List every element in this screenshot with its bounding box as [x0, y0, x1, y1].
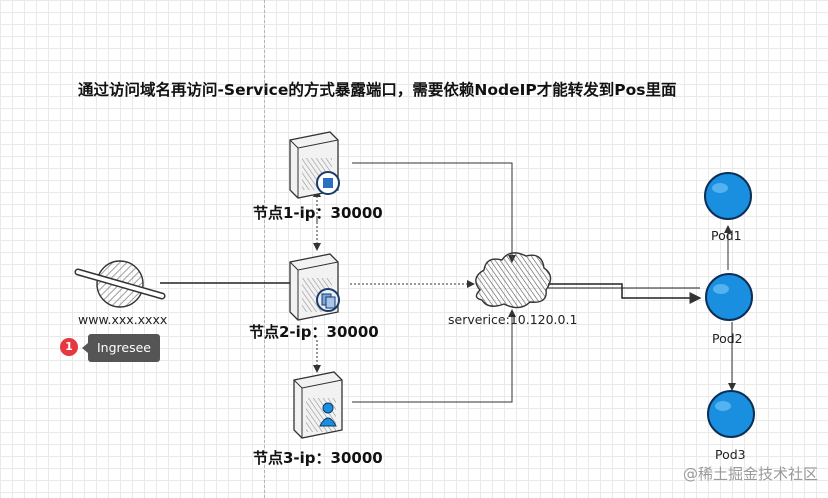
server-icon-node1 — [289, 131, 340, 199]
domain-label: www.xxx.xxxx — [78, 312, 168, 327]
server-icon-node3 — [293, 371, 343, 439]
pod1-circle[interactable] — [704, 172, 752, 220]
edge-node3-service — [352, 309, 516, 403]
watermark-text: @稀土掘金技术社区 — [682, 465, 818, 483]
pod1-label: Pod1 — [711, 228, 742, 243]
edge-service-pod2 — [548, 283, 702, 304]
edge-node1-service — [352, 162, 516, 263]
cloud-icon — [475, 252, 552, 309]
service-label: serverice:10.120.0.1 — [448, 312, 578, 327]
pod3-circle[interactable] — [707, 390, 755, 438]
pod2-circle[interactable] — [705, 273, 753, 321]
ingress-tooltip: Ingresee — [82, 334, 160, 362]
guide-dashed-line — [264, 0, 265, 498]
pod2-label: Pod2 — [712, 331, 743, 346]
node2-label: 节点2-ip：30000 — [249, 323, 379, 341]
node3-label: 节点3-ip：30000 — [253, 449, 383, 467]
node1-label: 节点1-ip：30000 — [253, 204, 383, 222]
notification-badge[interactable]: 1 — [60, 338, 78, 356]
globe-icon — [74, 260, 166, 308]
server-icon-node2 — [289, 253, 340, 321]
pod3-label: Pod3 — [715, 447, 746, 462]
diagram-title: 通过访问域名再访问-Service的方式暴露端口，需要依赖NodeIP才能转发到… — [78, 81, 677, 99]
